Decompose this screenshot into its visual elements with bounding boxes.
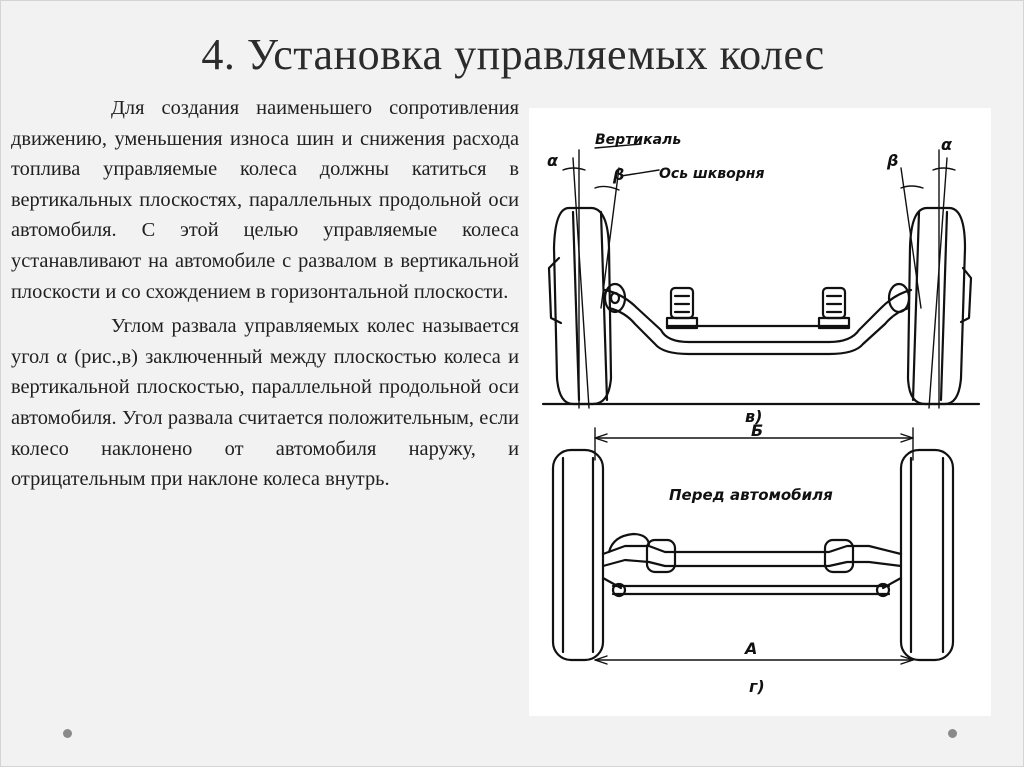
label-alpha-left: α [547, 151, 559, 170]
right-wheel-front-view [906, 206, 973, 406]
label-view-g: г) [749, 677, 765, 696]
label-beta-left: β [612, 165, 624, 184]
label-front: Перед автомобиля [669, 486, 833, 504]
label-dim-a: А [743, 639, 757, 658]
corner-dot-right [948, 729, 957, 738]
body-text: Для создания наименьшего сопротивления д… [11, 93, 519, 495]
label-kingpin-axis: Ось шкворня [659, 166, 764, 182]
tie-rod-top-view [601, 576, 903, 598]
spring-bracket-right [817, 286, 851, 330]
paragraph-2: Углом развала управляемых колес называет… [11, 315, 519, 491]
paragraph-1: Для создания наименьшего сопротивления д… [11, 97, 519, 303]
wheel-alignment-figure: Вертикаль Ось шкворня α β α β в) Б Перед… [529, 108, 991, 716]
wheel-alignment-drawing: Вертикаль Ось шкворня α β α β в) Б Перед… [541, 132, 981, 696]
label-alpha-right: α [941, 135, 953, 154]
left-wheel-front-view [547, 206, 613, 406]
dimension-b [594, 427, 914, 461]
label-dim-b: Б [751, 421, 763, 440]
axle-beam-top-view [601, 532, 903, 574]
label-beta-right: β [886, 151, 898, 170]
right-wheel-top-view [899, 448, 955, 662]
corner-dot-left [63, 729, 72, 738]
slide-title: 4. Установка управляемых колес [201, 30, 825, 79]
axle-beam-front-view [603, 282, 913, 356]
spring-bracket-left [665, 286, 699, 330]
label-view-b: в) [745, 407, 762, 426]
left-wheel-top-view [551, 448, 605, 662]
label-vertical: Вертикаль [595, 132, 681, 148]
dimension-a [594, 655, 914, 665]
